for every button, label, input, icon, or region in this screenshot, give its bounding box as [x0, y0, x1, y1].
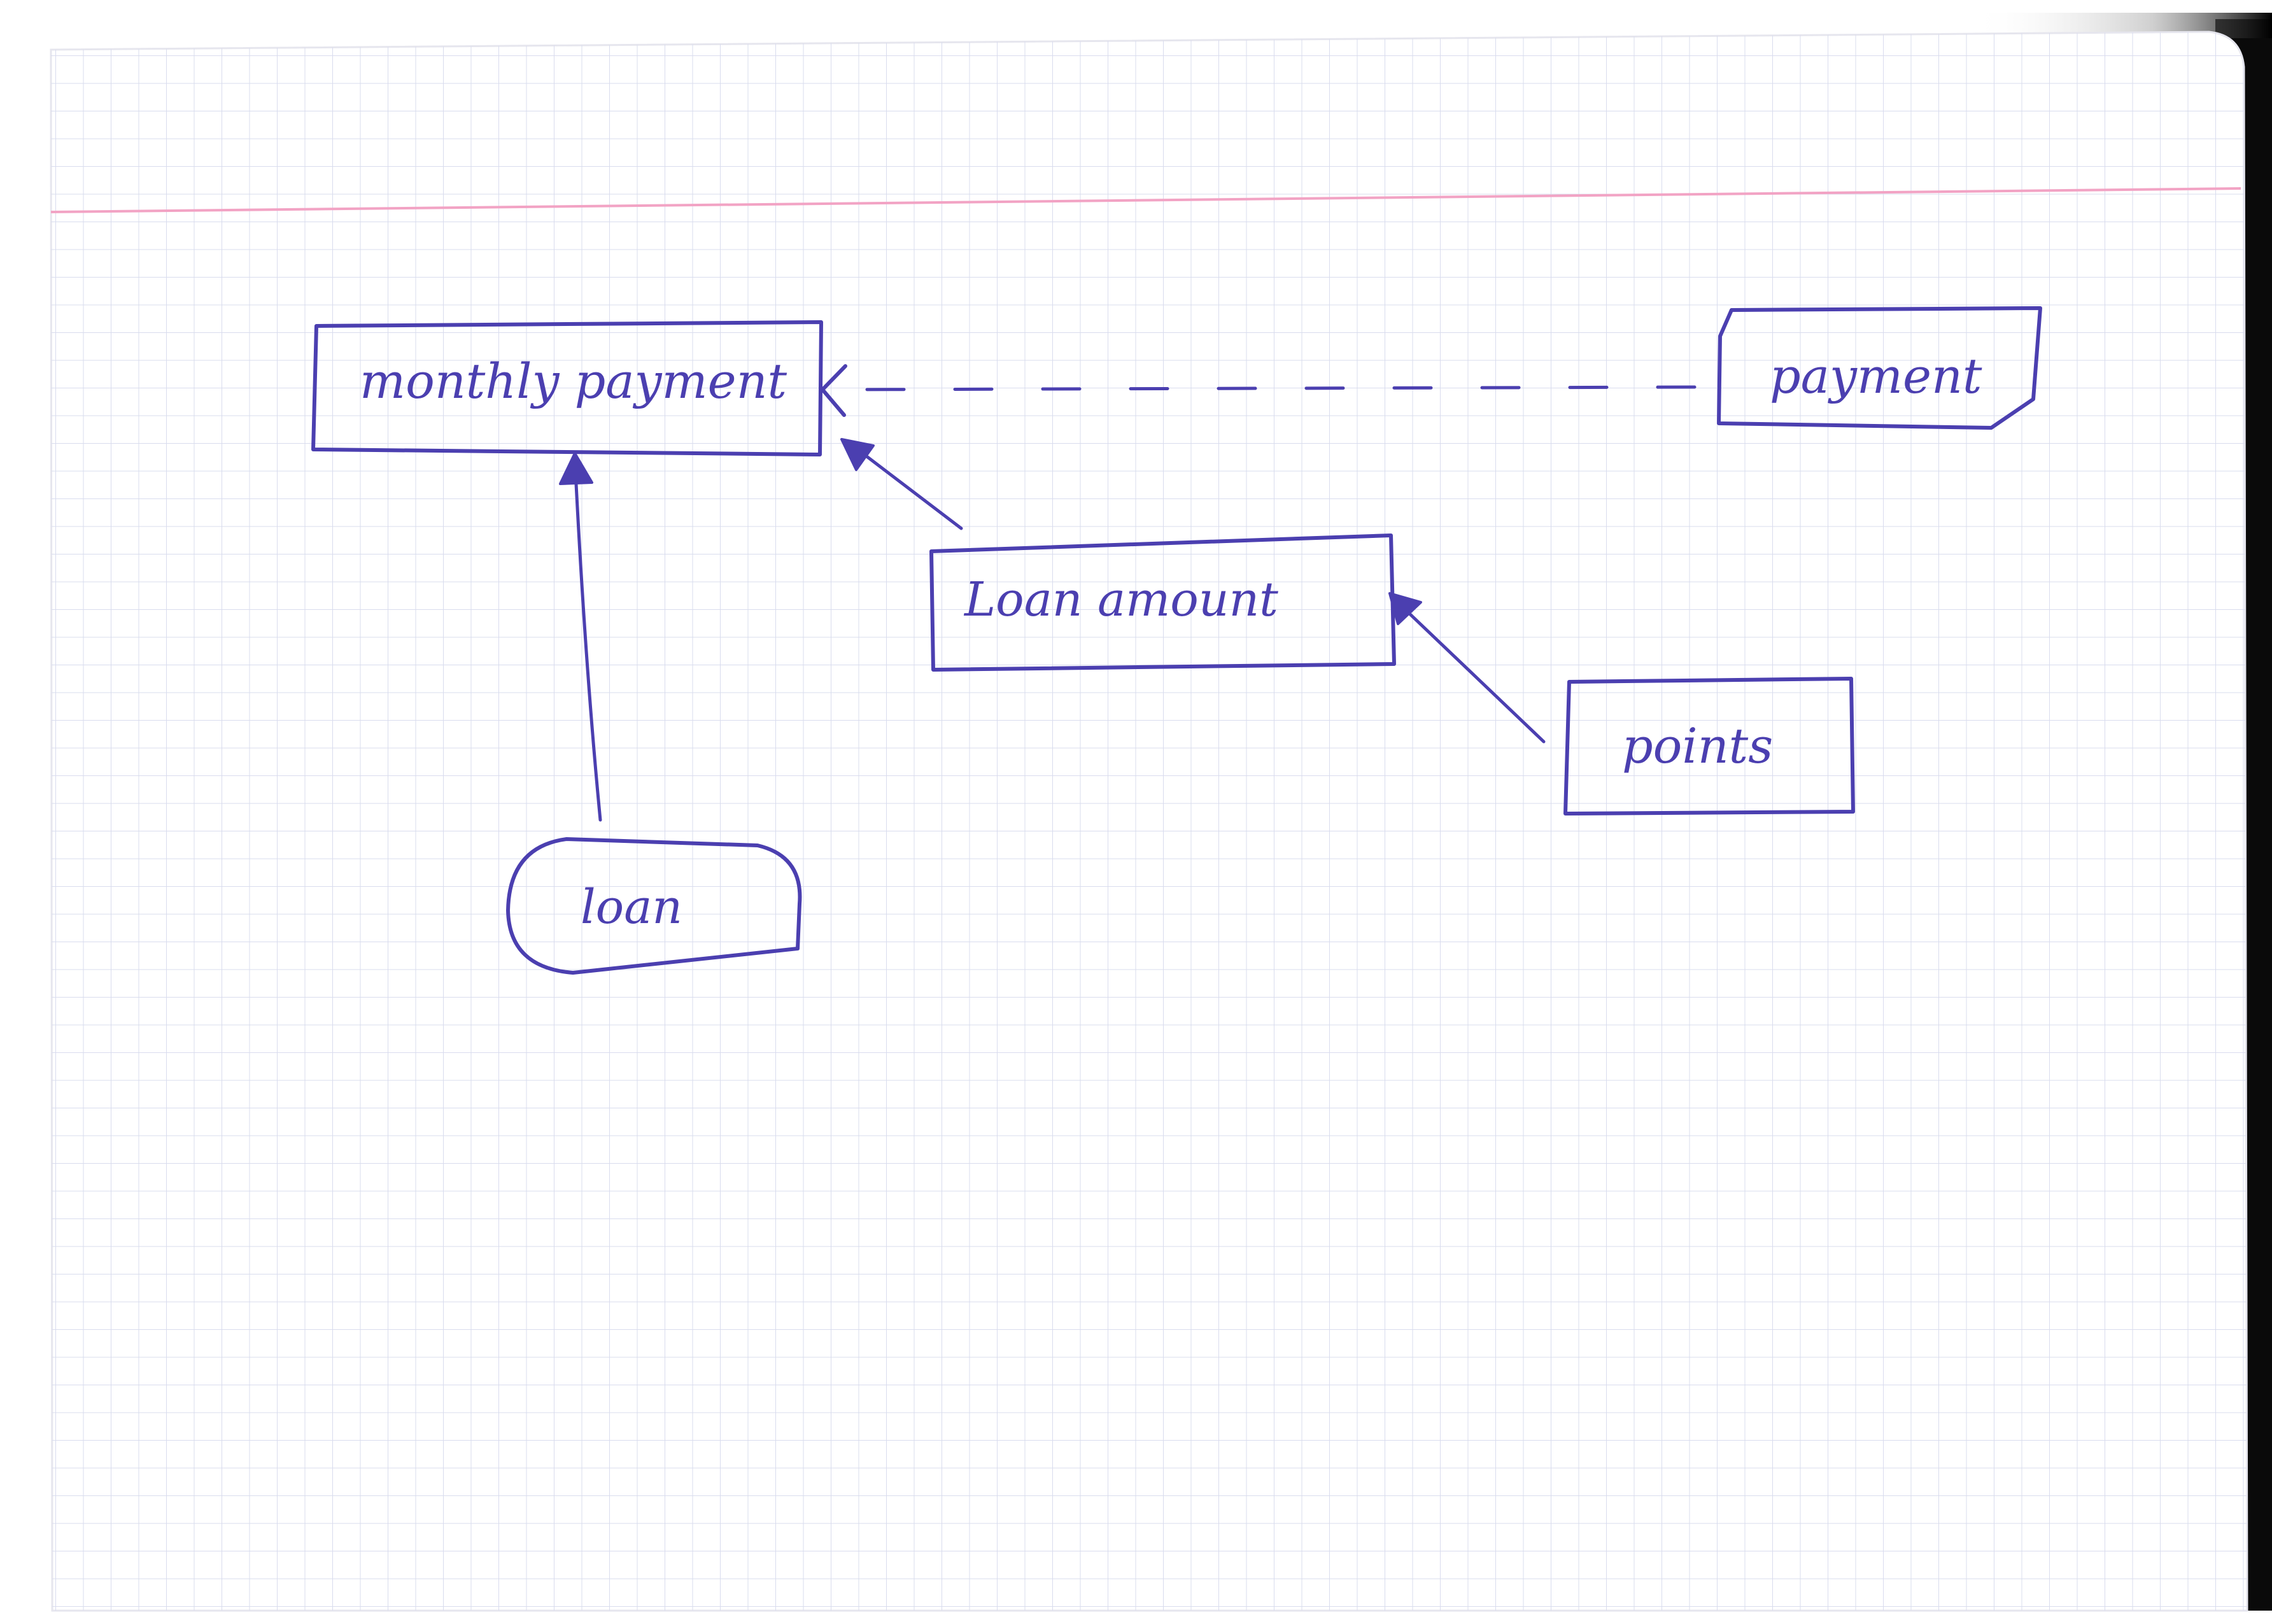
edge-loan-to-monthly-payment [559, 452, 602, 822]
edge-payment-to-monthly-payment-line [838, 385, 1697, 392]
node-points-box [1563, 677, 1855, 816]
node-payment-label: payment [1770, 348, 1982, 404]
node-payment-box [1717, 306, 2042, 430]
node-payment: payment [1717, 306, 2042, 430]
edge-loan-to-monthly-payment-line [574, 482, 602, 822]
node-loan-label: loan [581, 880, 682, 935]
edge-loan-amount-to-monthly-payment [840, 438, 963, 530]
node-points: points [1563, 677, 1855, 816]
triangle-arrowhead-icon [1388, 592, 1422, 625]
node-monthly-payment-box [311, 320, 823, 456]
margin-line [50, 187, 2241, 213]
triangle-arrowhead-icon [840, 438, 875, 471]
edge-loan-amount-to-monthly-payment-line [861, 451, 963, 530]
node-monthly-payment-label: monthly payment [360, 353, 787, 409]
node-points-label: points [1622, 717, 1773, 774]
paper-grid [51, 32, 2247, 1611]
node-loan-box [506, 837, 802, 975]
edge-points-to-loan-amount-line [1405, 609, 1546, 744]
node-loan-amount-label: Loan amount [963, 572, 1278, 627]
edge-payment-to-monthly-payment [821, 364, 1697, 417]
edge-points-to-loan-amount [1388, 592, 1546, 744]
node-loan: loan [506, 837, 802, 975]
triangle-arrowhead-icon [559, 452, 593, 485]
node-loan-amount-box [929, 533, 1396, 672]
open-arrowhead-icon [821, 364, 847, 417]
node-monthly-payment: monthly payment [311, 320, 823, 456]
node-loan-amount: Loan amount [929, 533, 1396, 672]
